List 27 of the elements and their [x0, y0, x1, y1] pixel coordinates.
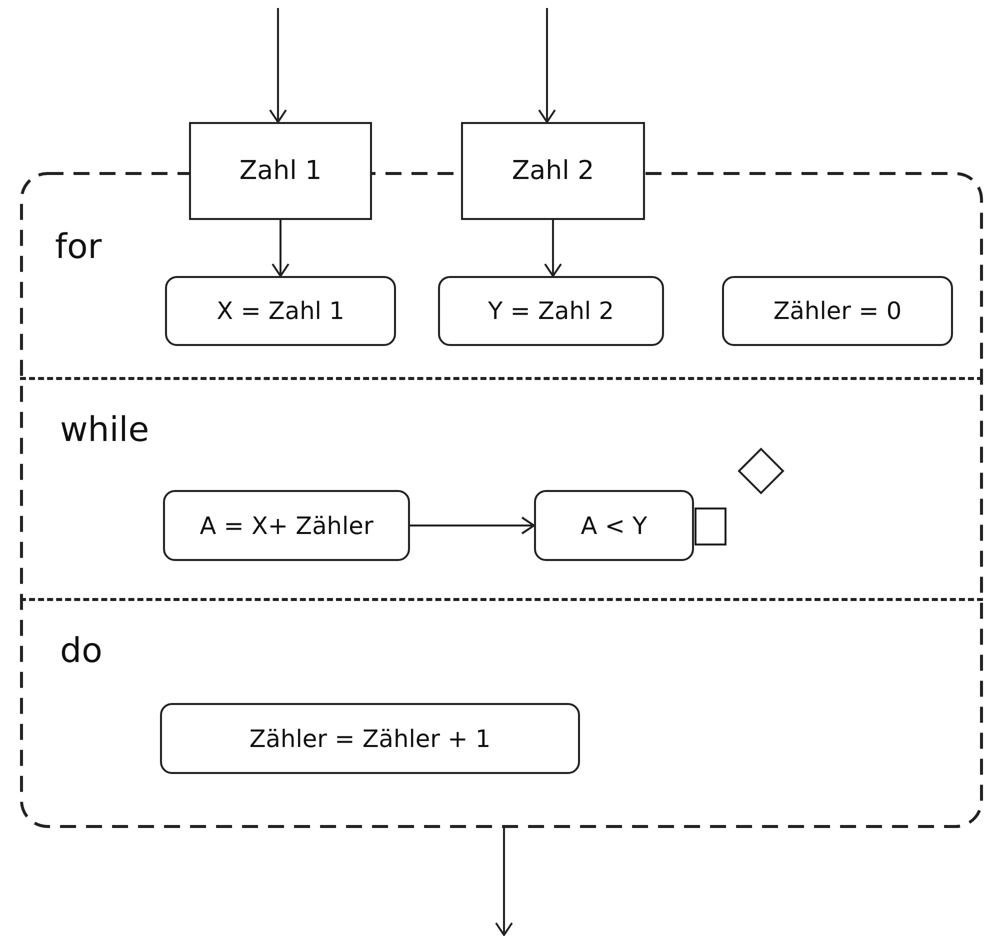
input-pin-box: [189, 122, 372, 220]
action-box: [722, 276, 953, 346]
box-text: Y = Zahl 2: [488, 297, 614, 325]
action-box: [160, 703, 580, 774]
section-label: while: [60, 410, 150, 450]
box-text: Zahl 2: [512, 156, 594, 186]
box-text: A = X+ Zähler: [200, 512, 374, 540]
action-box: [163, 490, 410, 561]
output-pin: [694, 507, 727, 546]
arrow: [272, 220, 290, 277]
section-label: do: [60, 631, 102, 671]
box-text: Zähler = 0: [773, 297, 902, 325]
action-box: [534, 490, 694, 561]
decision-diamond: [738, 448, 784, 494]
input-pin-box: [461, 122, 645, 220]
arrow: [410, 516, 535, 534]
section-label: for: [55, 227, 102, 267]
action-box: [438, 276, 664, 346]
arrow: [495, 828, 513, 936]
arrow: [544, 220, 562, 277]
action-box: [165, 276, 396, 346]
box-text: A < Y: [580, 512, 648, 540]
box-text: X = Zahl 1: [216, 297, 344, 325]
arrow: [269, 8, 287, 123]
arrow: [538, 8, 556, 123]
box-text: Zahl 1: [239, 156, 322, 186]
box-text: Zähler = Zähler + 1: [249, 724, 491, 752]
